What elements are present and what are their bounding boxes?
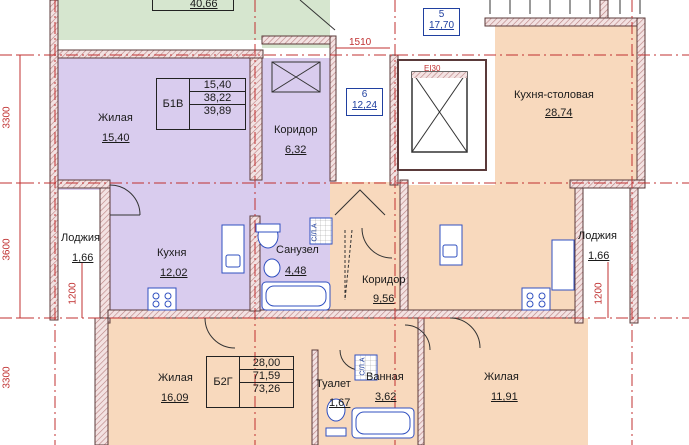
apartment-b1v-total: 38,22 bbox=[190, 92, 245, 105]
dim-3600: 3600 bbox=[1, 238, 13, 261]
badge-5-area: 17,70 bbox=[428, 20, 455, 31]
purple-corridor-top bbox=[262, 58, 330, 178]
corridor-top-area: 6,32 bbox=[285, 144, 307, 156]
apartment-b2g-living: 28,00 bbox=[240, 357, 293, 370]
apartment-b1v-table: Б1В 15,40 38,22 39,89 bbox=[156, 78, 246, 130]
loggia-right-fill bbox=[575, 190, 630, 318]
loggia-right-name: Лоджия bbox=[578, 230, 617, 242]
living-top-name: Жилая bbox=[98, 112, 133, 124]
living-bottom-left-area: 16,09 bbox=[161, 392, 189, 404]
corridor-mid-area: 9,56 bbox=[373, 293, 395, 305]
elevator-label: ЕI30 bbox=[424, 64, 441, 73]
apartment-b2g-total-loggia: 73,26 bbox=[252, 383, 281, 395]
walls bbox=[49, 0, 646, 445]
bathroom-combined-area: 4,48 bbox=[285, 265, 307, 277]
dim-3300-bottom: 3300 bbox=[1, 366, 13, 389]
bath-area: 3,62 bbox=[375, 391, 397, 403]
dim-1510: 1510 bbox=[349, 37, 372, 48]
badge-6-num: 6 bbox=[361, 89, 368, 100]
toilet-name: Туалет bbox=[316, 378, 351, 390]
kitchen-area: 12,02 bbox=[160, 267, 188, 279]
badge-5-num: 5 bbox=[438, 9, 445, 20]
landing-outline bbox=[299, 0, 336, 31]
living-bottom-right-area: 11,91 bbox=[491, 391, 518, 403]
apartment-b2g-code: Б2Г bbox=[207, 357, 240, 407]
kitchen-dining-name: Кухня-столовая bbox=[514, 89, 594, 101]
bathroom-fixtures bbox=[255, 217, 333, 311]
dim-1200-right: 1200 bbox=[593, 282, 605, 305]
living-bottom-left-name: Жилая bbox=[158, 372, 193, 384]
corridor-top-name: Коридор bbox=[274, 124, 318, 136]
badge-5: 5 17,70 bbox=[423, 8, 460, 36]
toilet-bath-fixtures bbox=[325, 354, 415, 439]
stair-marks bbox=[489, 0, 641, 14]
loggia-left-area: 1,66 bbox=[72, 252, 94, 264]
loggia-right-area: 1,66 bbox=[588, 250, 610, 262]
corridor-mid-name: Коридор bbox=[362, 274, 406, 286]
badge-6: 6 12,24 bbox=[346, 88, 383, 116]
top-area-box bbox=[152, 0, 234, 11]
bathroom-combined-name: Санузел bbox=[276, 244, 319, 256]
toilet-area: 1,67 bbox=[329, 397, 351, 409]
living-top-area: 15,40 bbox=[102, 132, 130, 144]
doors bbox=[109, 184, 481, 371]
badge-6-area: 12,24 bbox=[351, 100, 378, 111]
dim-1200-left: 1200 bbox=[67, 282, 79, 305]
kitchen-name: Кухня bbox=[157, 247, 187, 259]
apartment-b2g-table: Б2Г 28,00 71,59 73,26 bbox=[206, 356, 294, 408]
dimension-lines bbox=[16, 47, 609, 319]
elevator-shaft bbox=[397, 59, 487, 171]
kitchen-right-fixtures bbox=[439, 224, 575, 311]
vent-shaft bbox=[271, 61, 321, 93]
apartment-b2g-total: 71,59 bbox=[240, 370, 293, 383]
apartment-b1v-living: 15,40 bbox=[190, 79, 245, 92]
bath-name: Ванная bbox=[366, 371, 404, 383]
room-fills bbox=[58, 0, 640, 445]
sla-left-label: С/Л.А bbox=[311, 223, 319, 242]
apartment-b1v-total-loggia: 39,89 bbox=[203, 105, 232, 117]
dim-3300-top: 3300 bbox=[1, 106, 13, 129]
sla-mid-label: С/Л.А bbox=[359, 357, 367, 376]
orange-apartment-right bbox=[330, 20, 640, 310]
apartment-b1v-code: Б1В bbox=[157, 79, 190, 129]
living-bottom-right-name: Жилая bbox=[484, 371, 519, 383]
top-room-area: 40,66 bbox=[190, 0, 218, 10]
kitchen-left-fixtures bbox=[147, 224, 245, 311]
kitchen-dining-area: 28,74 bbox=[545, 107, 573, 119]
orange-bottom bbox=[108, 318, 588, 445]
loggia-left-name: Лоджия bbox=[61, 232, 100, 244]
